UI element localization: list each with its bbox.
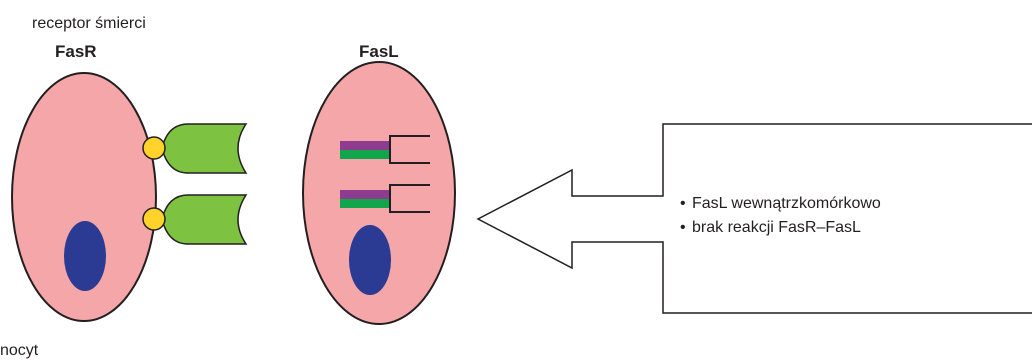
fasl-bar-purple-2 bbox=[340, 190, 390, 199]
info-bullet-list: FasL wewnątrzkomórkowo brak reakcji FasR… bbox=[680, 196, 881, 244]
fasl-bar-green-2 bbox=[340, 199, 390, 208]
left-cell-nucleus bbox=[64, 221, 106, 291]
info-bullet-1: FasL wewnątrzkomórkowo bbox=[680, 196, 881, 220]
ligand-green-top bbox=[161, 123, 248, 174]
right-cell-nucleus bbox=[349, 225, 391, 295]
left-cell bbox=[11, 72, 157, 322]
death-receptor-label: receptor śmierci bbox=[32, 15, 146, 32]
left-cell-name-label: nocyt bbox=[0, 342, 39, 359]
fasl-bar-green-1 bbox=[340, 150, 390, 159]
info-bullet-2: brak reakcji FasR–FasL bbox=[680, 220, 881, 244]
fasr-receptor-top bbox=[142, 136, 166, 160]
ligand-green-bottom bbox=[161, 194, 248, 245]
fasl-fork-1 bbox=[389, 135, 430, 164]
fasl-label: FasL bbox=[359, 42, 399, 61]
fasr-label: FasR bbox=[55, 42, 97, 61]
fasr-receptor-bottom bbox=[142, 207, 166, 231]
fasl-bar-purple-1 bbox=[340, 141, 390, 150]
fasl-fork-2 bbox=[389, 184, 430, 213]
